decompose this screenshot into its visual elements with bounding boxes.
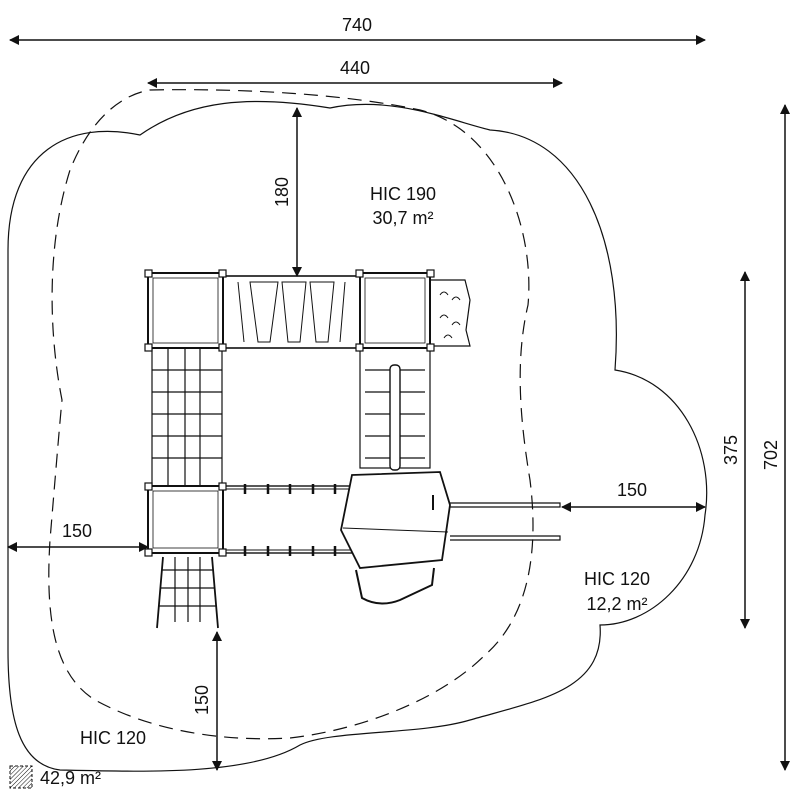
dim-bottom-clearance: 150 [192, 631, 222, 771]
dim-total-depth-label: 702 [761, 440, 781, 470]
dim-right-clearance: 150 [561, 480, 706, 512]
dim-bottom-clearance-label: 150 [192, 685, 212, 715]
dim-left-clearance: 150 [7, 521, 149, 552]
bridge-bottom [222, 485, 354, 554]
ladder-bottom-left [156, 556, 219, 629]
legend: 42,9 m² [9, 765, 101, 789]
outer-safety-zone [7, 100, 708, 772]
inner-hic-zone [48, 89, 534, 740]
net-left [151, 347, 223, 487]
main-zone-hic-label: HIC 190 [370, 184, 436, 204]
hatch-swatch-icon [9, 765, 33, 789]
dim-inner-width-label: 440 [340, 58, 370, 78]
dim-front-clearance: 180 [272, 107, 302, 277]
right-zone-hic-label: HIC 120 [584, 569, 650, 589]
dim-left-clearance-label: 150 [62, 521, 92, 541]
tower-base [355, 567, 435, 605]
dim-total-depth: 702 [761, 104, 790, 771]
dim-structure-depth: 375 [721, 271, 750, 629]
bar-right [449, 502, 561, 508]
dim-total-width-label: 740 [342, 15, 372, 35]
right-zone-area-label: 12,2 m² [586, 594, 647, 614]
legend-total-area: 42,9 m² [40, 768, 101, 788]
platform-bottom-left [147, 485, 224, 554]
tower-roof [340, 471, 451, 569]
dim-front-clearance-label: 180 [272, 177, 292, 207]
dim-structure-depth-label: 375 [721, 435, 741, 465]
main-zone-area-label: 30,7 m² [372, 208, 433, 228]
play-structure [144, 269, 561, 629]
dim-inner-width: 440 [147, 58, 563, 88]
dim-total-width: 740 [9, 15, 706, 45]
outer-zone-hic-label: HIC 120 [80, 728, 146, 748]
platform-top-left [147, 272, 224, 349]
bar-right-lower [450, 535, 561, 541]
dim-right-clearance-label: 150 [617, 480, 647, 500]
platform-top-right [359, 272, 431, 349]
